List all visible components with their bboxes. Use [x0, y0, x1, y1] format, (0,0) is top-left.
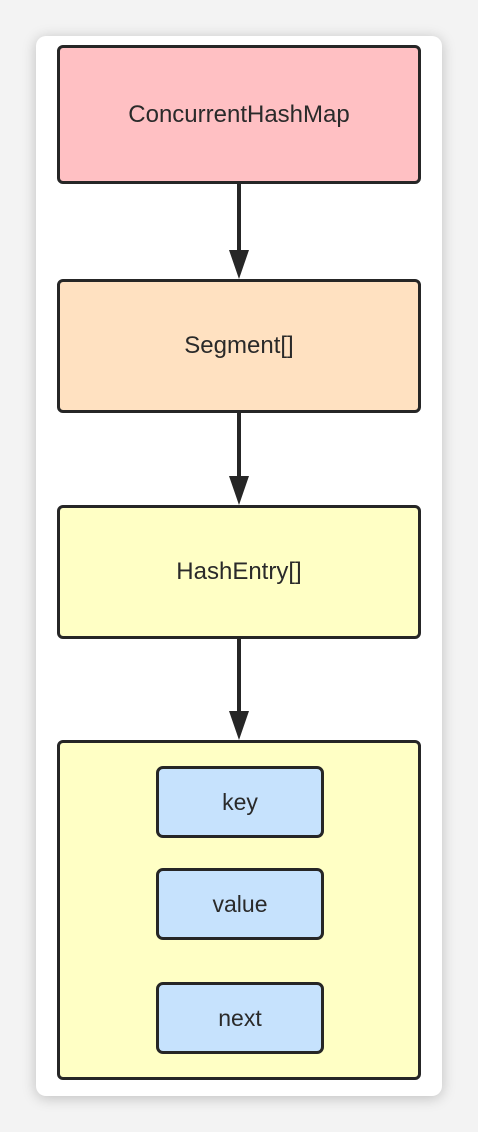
- next-field-label: next: [218, 1004, 262, 1031]
- hash-entry-array-label: HashEntry[]: [176, 558, 302, 585]
- next-field: next: [156, 982, 324, 1054]
- segment-array-node: Segment[]: [57, 279, 421, 413]
- concurrent-hash-map-label: ConcurrentHashMap: [128, 100, 350, 128]
- value-field: value: [156, 868, 324, 940]
- key-field-label: key: [222, 788, 258, 815]
- hash-entry-array-node: HashEntry[]: [57, 505, 421, 639]
- segment-array-label: Segment[]: [184, 332, 294, 359]
- value-field-label: value: [212, 890, 268, 917]
- concurrent-hash-map-node: ConcurrentHashMap: [57, 45, 421, 184]
- key-field: key: [156, 766, 324, 838]
